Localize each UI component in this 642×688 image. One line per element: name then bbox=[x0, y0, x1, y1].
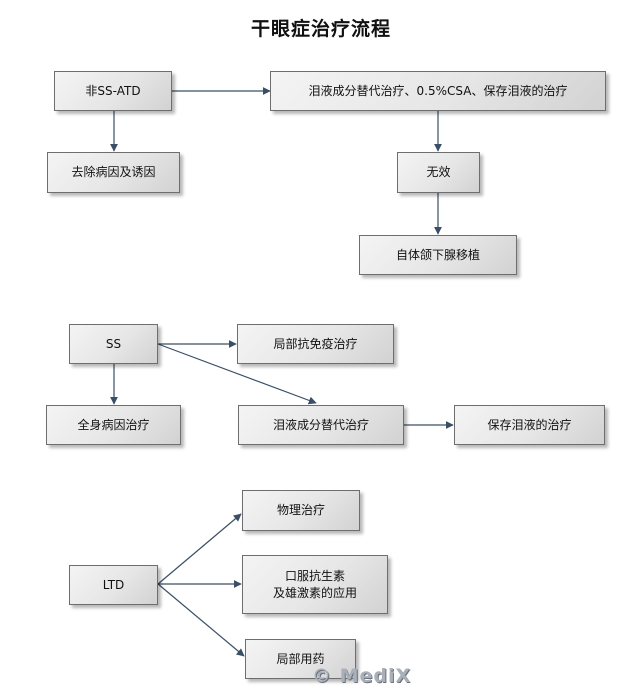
node-local-medication: 局部用药 bbox=[245, 639, 356, 679]
node-ss: SS bbox=[69, 324, 158, 364]
node-local-immune: 局部抗免疫治疗 bbox=[237, 324, 394, 364]
node-tear-preservation: 保存泪液的治疗 bbox=[454, 405, 605, 445]
watermark-logo: © MediX bbox=[312, 665, 412, 687]
node-physical: 物理治疗 bbox=[242, 490, 360, 531]
node-ineffective: 无效 bbox=[397, 152, 480, 193]
node-systemic-cause: 全身病因治疗 bbox=[46, 405, 181, 445]
node-oral-antibiotics: 口服抗生素 及雄激素的应用 bbox=[242, 555, 388, 614]
node-remove-causes: 去除病因及诱因 bbox=[47, 152, 180, 193]
arrow-ltd-to-local-medication bbox=[157, 583, 245, 657]
arrow-ltd-to-physical bbox=[157, 513, 242, 585]
page-title: 干眼症治疗流程 bbox=[250, 18, 391, 40]
node-gland-transplant: 自体颌下腺移植 bbox=[359, 235, 517, 275]
node-tear-replacement-csa: 泪液成分替代治疗、0.5%CSA、保存泪液的治疗 bbox=[270, 71, 606, 111]
node-ltd: LTD bbox=[69, 565, 158, 605]
node-non-ss-atd: 非SS-ATD bbox=[54, 71, 172, 111]
node-tear-replacement: 泪液成分替代治疗 bbox=[238, 405, 404, 445]
